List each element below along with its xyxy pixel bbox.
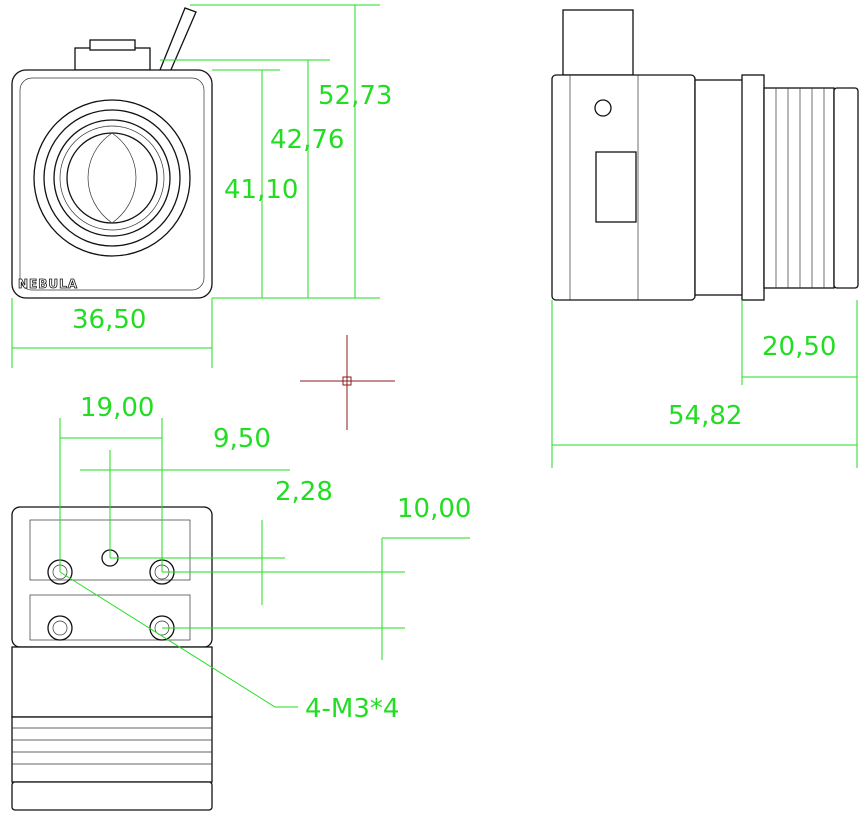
antenna — [159, 7, 197, 73]
dim-overall-depth: 54,82 — [668, 401, 742, 431]
screw-callout: 4-M3*4 — [305, 694, 399, 724]
dim-overall-height: 52,73 — [318, 81, 392, 111]
adjust-screw — [594, 99, 612, 117]
side-port — [595, 151, 637, 223]
dim-hole-spacing: 19,00 — [80, 393, 154, 423]
camera-body-bottom — [11, 506, 213, 648]
dim-body-height-with-connector: 42,76 — [270, 125, 344, 155]
side-view — [551, 9, 859, 301]
bottom-view — [11, 506, 213, 811]
dim-body-height: 41,10 — [224, 175, 298, 205]
lens-barrel-bottom — [11, 716, 213, 783]
mount-hole — [47, 615, 73, 641]
side-connector — [562, 9, 634, 76]
dim-vertical-hole-spacing: 10,00 — [397, 494, 471, 524]
dimension-lines — [11, 4, 858, 708]
center-crosshair — [300, 335, 395, 430]
dim-lens-length: 20,50 — [762, 332, 836, 362]
front-view: NEBULA — [11, 7, 213, 299]
dim-offset: 2,28 — [275, 477, 333, 507]
nebula-logo: NEBULA — [18, 277, 78, 291]
lens-barrel — [763, 87, 835, 289]
camera-body-front — [11, 69, 213, 299]
dim-body-width: 36,50 — [72, 305, 146, 335]
dim-half-spacing: 9,50 — [213, 424, 271, 454]
top-connector — [74, 47, 151, 71]
lens-ring-outer — [33, 99, 191, 257]
